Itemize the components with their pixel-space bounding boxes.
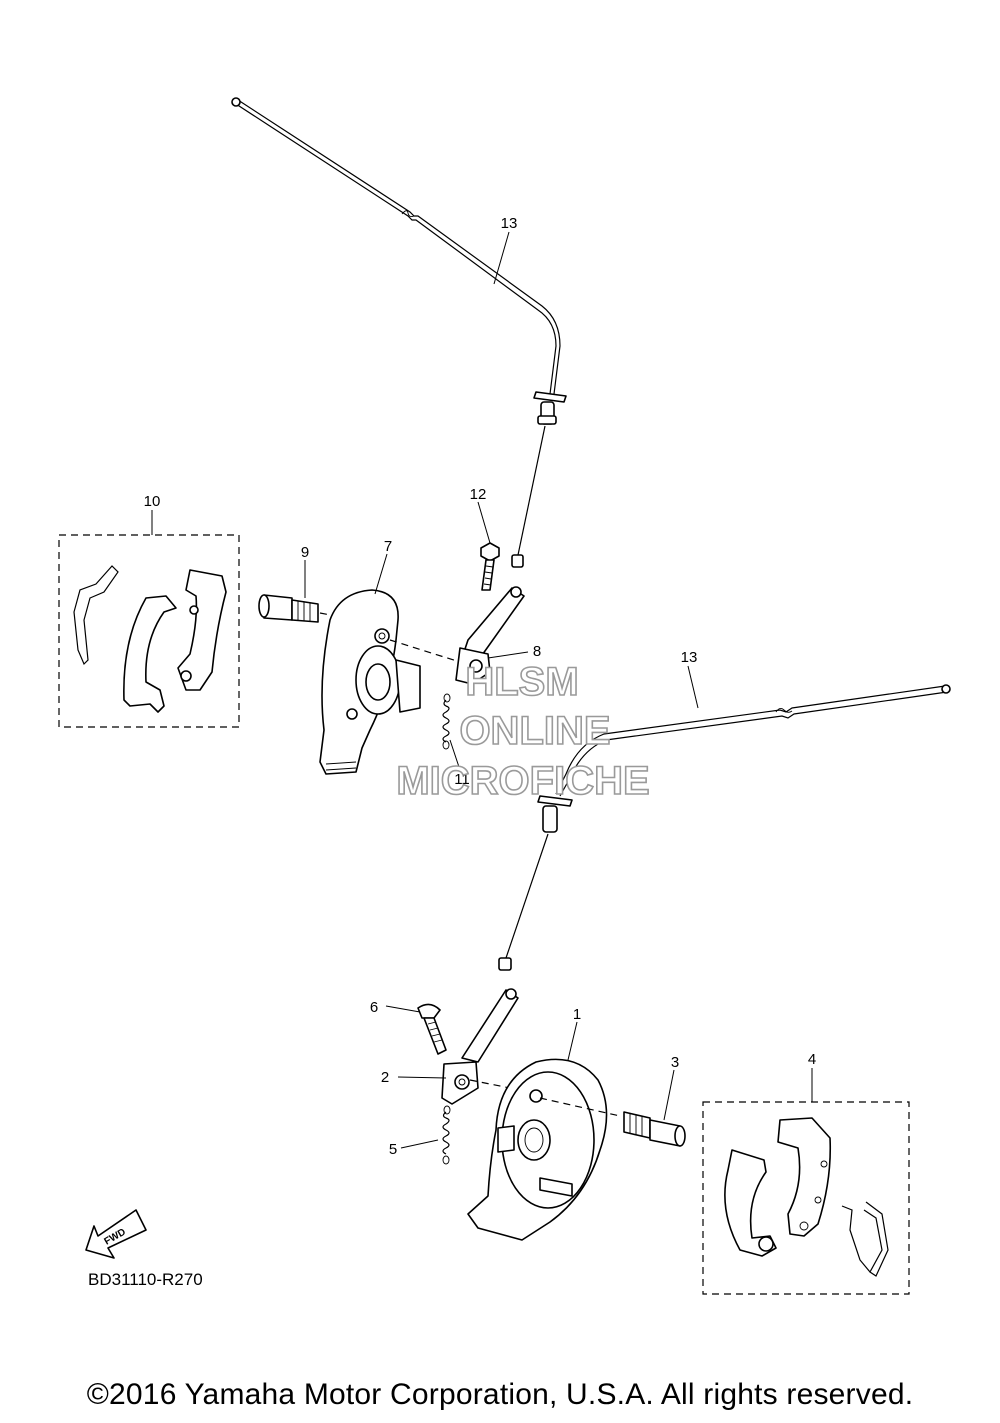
callout-5: 5 [389, 1141, 397, 1158]
watermark-line-1: HLSM [465, 660, 578, 704]
bolt-12 [480, 542, 500, 591]
callout-2: 2 [381, 1069, 389, 1086]
callout-leaders [151, 231, 813, 1149]
camshaft-3 [623, 1111, 686, 1147]
callout-12: 12 [470, 486, 487, 503]
brake-shoe-kit-4-box [702, 1101, 910, 1295]
callout-numbers: 13 10 9 7 12 8 13 11 6 2 5 1 3 4 [144, 215, 817, 1158]
bolt-6 [417, 1003, 447, 1055]
callout-13-upper: 13 [501, 215, 518, 232]
callout-10: 10 [144, 493, 161, 510]
brake-panel-7 [319, 589, 461, 775]
callout-6: 6 [370, 999, 378, 1016]
copyright-notice: ©2016 Yamaha Motor Corporation, U.S.A. A… [86, 1378, 914, 1411]
callout-11: 11 [454, 771, 470, 788]
watermark-line-2: ONLINE [459, 709, 610, 753]
upper-brake-cable [231, 97, 567, 568]
callout-8: 8 [533, 643, 541, 660]
callout-3: 3 [671, 1054, 679, 1071]
watermark: HLSM ONLINE MICROFICHE [396, 659, 651, 804]
brake-panel-1 [467, 1058, 621, 1241]
brake-lever-8 [455, 586, 525, 685]
brake-lever-2 [441, 988, 531, 1105]
callout-7: 7 [384, 538, 392, 555]
watermark-line-3: MICROFICHE [396, 759, 649, 803]
spring-11 [442, 693, 451, 750]
forward-arrow-icon: FWD [85, 1209, 147, 1259]
callout-13-lower: 13 [681, 649, 698, 666]
lower-brake-cable [498, 684, 951, 971]
camshaft-9 [258, 594, 357, 623]
diagram-code: BD31110-R270 [88, 1270, 203, 1289]
callout-4: 4 [808, 1051, 816, 1068]
callout-1: 1 [573, 1006, 581, 1023]
spring-5 [442, 1105, 451, 1165]
brake-shoe-kit-10-box [58, 534, 240, 728]
callout-9: 9 [301, 544, 309, 561]
